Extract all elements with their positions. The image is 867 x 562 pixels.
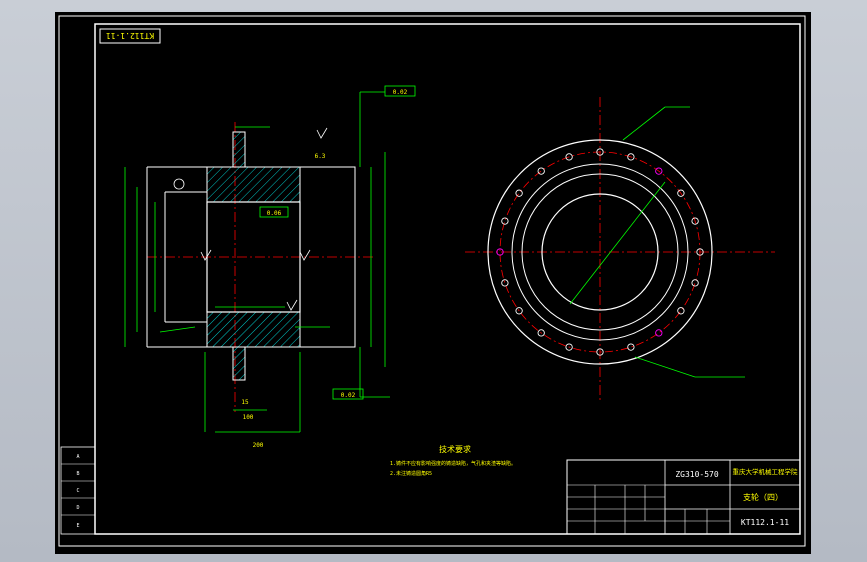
bolt-hole [565, 153, 573, 161]
bolt-hole [677, 307, 685, 315]
top-number-box: KT112.1-11 [99, 28, 161, 44]
surface-roughness: 6.3 [315, 153, 326, 160]
bolt-hole [537, 329, 545, 337]
model-code: ZG310-570 [675, 470, 719, 479]
bolt-hole [596, 348, 604, 356]
title-block: ZG310-570 重庆大学机械工程学院 支轮（四） KT112.1-11 [566, 459, 801, 535]
tech-requirements: 技术要求 1.铸件不应有影响强度的铸造缺陷，气孔和夹渣等缺陷。 2.未注铸造圆角… [390, 444, 516, 477]
datum-spec: 0.06 [267, 210, 282, 217]
strip-label-5: E [76, 523, 79, 529]
bolt-hole [677, 189, 685, 197]
dim-step: 100 [243, 414, 254, 421]
drawing-canvas: KT112.1-11 [58, 15, 806, 547]
titleblock-drawing-number: KT112.1-11 [741, 518, 789, 527]
bolt-hole [691, 279, 699, 287]
bolt-hole [655, 167, 663, 175]
bolt-hole [515, 307, 523, 315]
strip-label-1: A [76, 454, 79, 460]
bolt-hole [501, 217, 509, 225]
bolt-hole [691, 217, 699, 225]
bolt-hole [537, 167, 545, 175]
top-drawing-number: KT112.1-11 [106, 31, 154, 40]
bolt-hole [496, 248, 504, 256]
strip-label-4: D [76, 505, 79, 511]
tech-line-1: 1.铸件不应有影响强度的铸造缺陷，气孔和夹渣等缺陷。 [390, 460, 516, 467]
bolt-hole [596, 148, 604, 156]
dim-overall-width: 200 [253, 442, 264, 449]
bolt-hole [515, 189, 523, 197]
bolt-hole [565, 343, 573, 351]
end-view [465, 97, 775, 402]
bolt-holes [496, 148, 704, 356]
part-name: 支轮（四） [743, 492, 783, 502]
drawing-sheet[interactable]: KT112.1-11 [55, 12, 811, 554]
inner-border [94, 23, 801, 535]
bolt-hole [501, 279, 509, 287]
flatness-top: 0.02 [393, 89, 408, 96]
school-name: 重庆大学机械工程学院 [733, 467, 799, 476]
dim-small: 15 [241, 399, 249, 406]
tech-line-2: 2.未注铸造圆角R5 [390, 470, 432, 477]
outer-border [58, 15, 806, 547]
tech-title: 技术要求 [439, 444, 471, 454]
left-strip: A B C D E [60, 446, 96, 535]
flatness-bottom: 0.02 [341, 392, 356, 399]
bolt-hole [696, 248, 704, 256]
strip-label-3: C [76, 488, 79, 494]
bolt-hole [655, 329, 663, 337]
bolt-hole [627, 343, 635, 351]
section-view: 200 100 15 0.02 0.02 0.06 6.3 [124, 85, 416, 449]
lower-section [206, 311, 301, 348]
upper-section [206, 166, 301, 203]
bolt-hole [627, 153, 635, 161]
strip-label-2: B [76, 471, 79, 477]
